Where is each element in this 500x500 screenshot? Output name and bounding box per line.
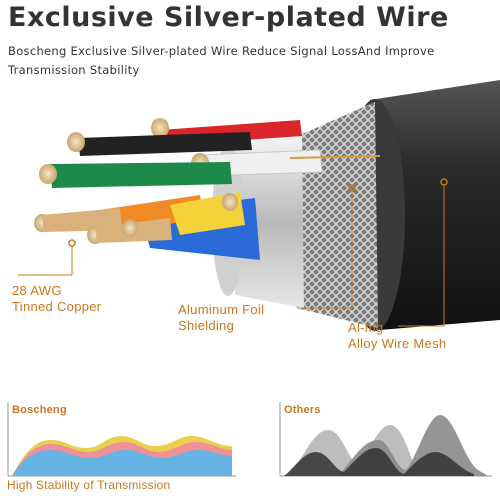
page-subtitle: Boscheng Exclusive Silver-plated Wire Re…: [8, 44, 435, 77]
callout-aluminum-foil: Aluminum Foil Shielding: [178, 302, 264, 334]
callout-tinned-copper-line2: Tinned Copper: [12, 299, 102, 314]
callout-alloy-mesh-line2: Alloy Wire Mesh: [348, 336, 447, 351]
boscheng-signal-panel: [7, 402, 236, 477]
callout-alloy-mesh-line1: Al-mg: [348, 320, 384, 335]
others-signal-panel: [279, 402, 492, 477]
others-panel-label: Others: [284, 404, 321, 416]
comparison-caption: High Stability of Transmission: [7, 478, 171, 492]
callout-aluminum-foil-line1: Aluminum Foil: [178, 302, 265, 317]
stable-signal-waves: [12, 436, 232, 476]
callout-markers: [18, 178, 448, 327]
boscheng-panel-label: Boscheng: [12, 404, 67, 416]
page-title: Exclusive Silver-plated Wire: [8, 2, 449, 33]
callout-aluminum-foil-line2: Shielding: [178, 318, 235, 333]
callout-alloy-mesh: Al-mg Alloy Wire Mesh: [348, 320, 446, 352]
inner-wires: [34, 118, 381, 260]
unstable-signal-waves: [284, 415, 488, 476]
callout-tinned-copper: 28 AWG Tinned Copper: [12, 283, 101, 315]
cable-illustration: [18, 80, 500, 331]
callout-tinned-copper-line1: 28 AWG: [12, 283, 62, 298]
